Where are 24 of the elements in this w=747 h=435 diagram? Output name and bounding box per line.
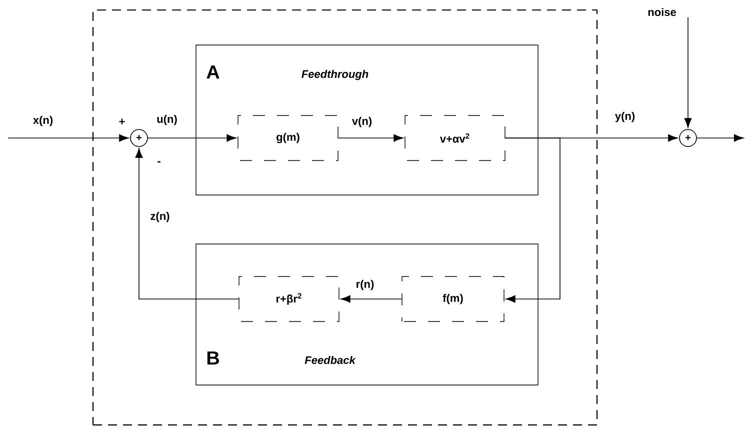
arrow [340,295,402,303]
sign-label: + [119,118,125,124]
function-box: r+βr$^{2}$ [238,276,340,322]
arrow [338,134,404,142]
edge-label: x(n) [32,114,54,128]
summing-junction: + [679,129,697,147]
arrow [696,134,744,142]
edge-label: u(n) [156,114,178,126]
arrow [684,16,692,128]
arrow [135,148,240,300]
signal-label: noise [648,8,676,16]
function-box: g(m) [238,115,338,161]
edge-label: v(n) [350,116,374,128]
sign-label: - [158,161,160,163]
system-boundary [92,9,598,426]
arrow [148,134,236,142]
edge-label: z(n) [149,210,171,224]
summing-junction: + [130,129,148,147]
edge-label: r(n) [354,278,376,292]
arrow [8,134,129,142]
function-box: f(m) [402,276,504,322]
function-box: v+αv$^{2}$ [404,115,506,161]
edge-label: y(n) [614,110,636,124]
arrow [504,138,560,303]
